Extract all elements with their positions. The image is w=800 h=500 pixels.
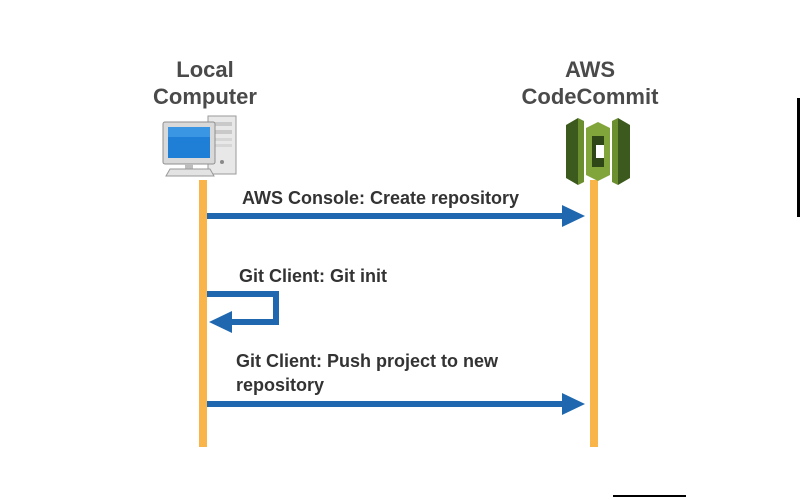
desktop-computer-icon — [162, 115, 237, 177]
aws-codecommit-title-line2: CodeCommit — [521, 84, 659, 109]
push-project-message: Git Client: Push project to new reposito… — [236, 349, 498, 397]
aws-codecommit-title-line1: AWS — [564, 57, 616, 82]
create-repository-arrow — [207, 205, 585, 227]
git-init-message: Git Client: Git init — [239, 266, 387, 286]
aws-codecommit-title: AWS CodeCommit — [505, 56, 675, 110]
local-computer-title-line1: Local — [176, 57, 234, 82]
aws-codecommit-icon — [566, 118, 630, 185]
create-repository-message: AWS Console: Create repository — [242, 188, 520, 208]
push-project-message-line1: Git Client: Push project to new — [236, 351, 499, 371]
push-project-message-line2: repository — [236, 375, 325, 395]
local-computer-title-line2: Computer — [153, 84, 257, 109]
local-computer-lifeline — [199, 180, 207, 447]
git-init-self-arrow — [207, 291, 279, 333]
push-project-arrow — [207, 393, 585, 415]
aws-codecommit-lifeline — [590, 180, 598, 447]
right-edge-line — [797, 98, 800, 217]
bottom-edge-line — [613, 495, 686, 497]
local-computer-title: Local Computer — [130, 56, 280, 110]
